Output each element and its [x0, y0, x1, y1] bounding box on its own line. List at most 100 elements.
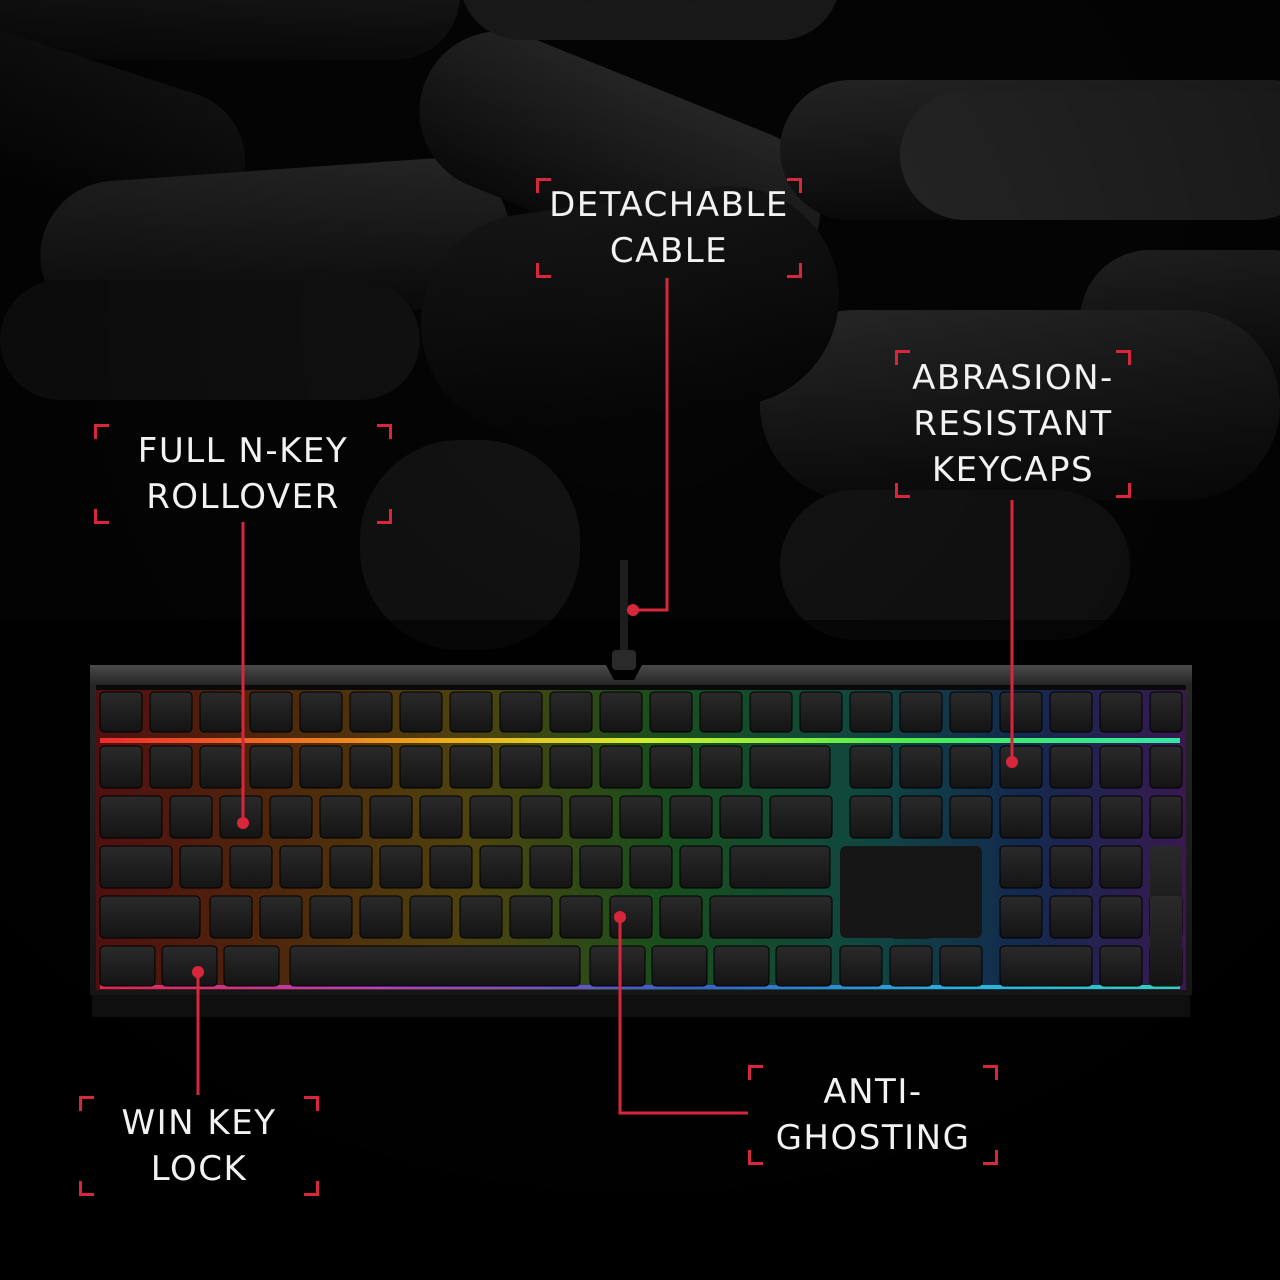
- keycap: [599, 745, 643, 789]
- callout-line: WIN KEY: [121, 1103, 277, 1143]
- keycap: [219, 795, 263, 839]
- keyboard: [90, 665, 1192, 1017]
- keycap: [775, 945, 832, 987]
- keycap: [1099, 691, 1143, 733]
- keycap: [889, 945, 933, 987]
- callout-line: LOCK: [150, 1149, 248, 1189]
- leader-detachable-cable: [633, 278, 669, 612]
- detachable-cable-wire: [612, 560, 636, 670]
- keycap: [1049, 795, 1093, 839]
- keycap: [949, 745, 993, 789]
- keycap: [749, 691, 793, 733]
- keycap: [459, 895, 503, 939]
- keycap: [429, 845, 473, 889]
- callout-full-n-key-rollover: FULL N-KEY ROLLOVER: [94, 424, 392, 524]
- keycap: [649, 745, 693, 789]
- keycap: [849, 691, 893, 733]
- keycap: [669, 795, 713, 839]
- keycap: [149, 745, 193, 789]
- keycap: [1099, 845, 1143, 889]
- callout-line: DETACHABLE: [549, 185, 789, 225]
- keycap: [409, 895, 453, 939]
- keycap: [719, 795, 763, 839]
- keycap: [999, 945, 1093, 987]
- keycap: [349, 691, 393, 733]
- keycap: [359, 895, 403, 939]
- keycap: [899, 795, 943, 839]
- keycap: [319, 795, 363, 839]
- keycap: [249, 745, 293, 789]
- callout-line: RESISTANT: [913, 404, 1113, 444]
- keycap: [99, 845, 173, 889]
- keycap: [223, 945, 280, 987]
- keycap: [369, 795, 413, 839]
- keycap: [1049, 845, 1093, 889]
- keycap: [499, 691, 543, 733]
- keycap: [649, 691, 693, 733]
- keycap: [1049, 895, 1093, 939]
- keycap: [399, 745, 443, 789]
- callout-anti-ghosting: ANTI- GHOSTING: [748, 1065, 998, 1165]
- keycap: [161, 945, 218, 987]
- dot-cable: [627, 604, 639, 616]
- keycap: [1149, 691, 1183, 733]
- keycap: [519, 795, 563, 839]
- keycap: [549, 745, 593, 789]
- callout-win-key-lock: WIN KEY LOCK: [79, 1096, 319, 1196]
- keycap: [1049, 745, 1093, 789]
- keycap: [651, 945, 708, 987]
- keycap: [1099, 895, 1143, 939]
- keycap: [99, 895, 201, 939]
- keycap: [419, 795, 463, 839]
- keycap: [999, 795, 1043, 839]
- callout-detachable-cable: DETACHABLE CABLE: [536, 178, 802, 278]
- keycap: [99, 795, 163, 839]
- leader-anti-ghosting: [618, 917, 748, 1115]
- keycap: [849, 795, 893, 839]
- keycap: [949, 795, 993, 839]
- keycap: [449, 745, 493, 789]
- keycap: [729, 845, 831, 889]
- keycap: [299, 745, 343, 789]
- keycap: [1099, 745, 1143, 789]
- keycap: [559, 895, 603, 939]
- keycap: [259, 895, 303, 939]
- keycap: [1149, 795, 1183, 839]
- keycap: [713, 945, 770, 987]
- keycap: [269, 795, 313, 839]
- keycap: [479, 845, 523, 889]
- callout-line: ROLLOVER: [146, 477, 340, 517]
- callout-line: ABRASION-: [912, 358, 1114, 398]
- arrow-key-cluster: [840, 846, 982, 938]
- keycap: [99, 691, 143, 733]
- keycap: [99, 745, 143, 789]
- keycap: [569, 795, 613, 839]
- keycap: [999, 895, 1043, 939]
- keycap: [939, 945, 983, 987]
- keycap: [349, 745, 393, 789]
- keycap: [699, 691, 743, 733]
- callout-line: CABLE: [609, 231, 729, 271]
- keycap: [899, 691, 943, 733]
- keycap: [1150, 896, 1182, 986]
- callout-line: GHOSTING: [775, 1118, 971, 1158]
- keycap: [599, 691, 643, 733]
- keycap: [399, 691, 443, 733]
- keycap: [379, 845, 423, 889]
- callout-line: KEYCAPS: [931, 450, 1095, 490]
- keycap: [499, 745, 543, 789]
- keycap: [229, 845, 273, 889]
- keycap: [999, 845, 1043, 889]
- keycap: [509, 895, 553, 939]
- keycap: [839, 945, 883, 987]
- keycap: [179, 845, 223, 889]
- keycap: [1099, 795, 1143, 839]
- keycap: [149, 691, 193, 733]
- keycap: [549, 691, 593, 733]
- keycap: [659, 895, 703, 939]
- callout-abrasion-resistant-keycaps: ABRASION- RESISTANT KEYCAPS: [895, 350, 1131, 498]
- keycap: [329, 845, 373, 889]
- keycap: [629, 845, 673, 889]
- keycap: [169, 795, 213, 839]
- keycap: [209, 895, 253, 939]
